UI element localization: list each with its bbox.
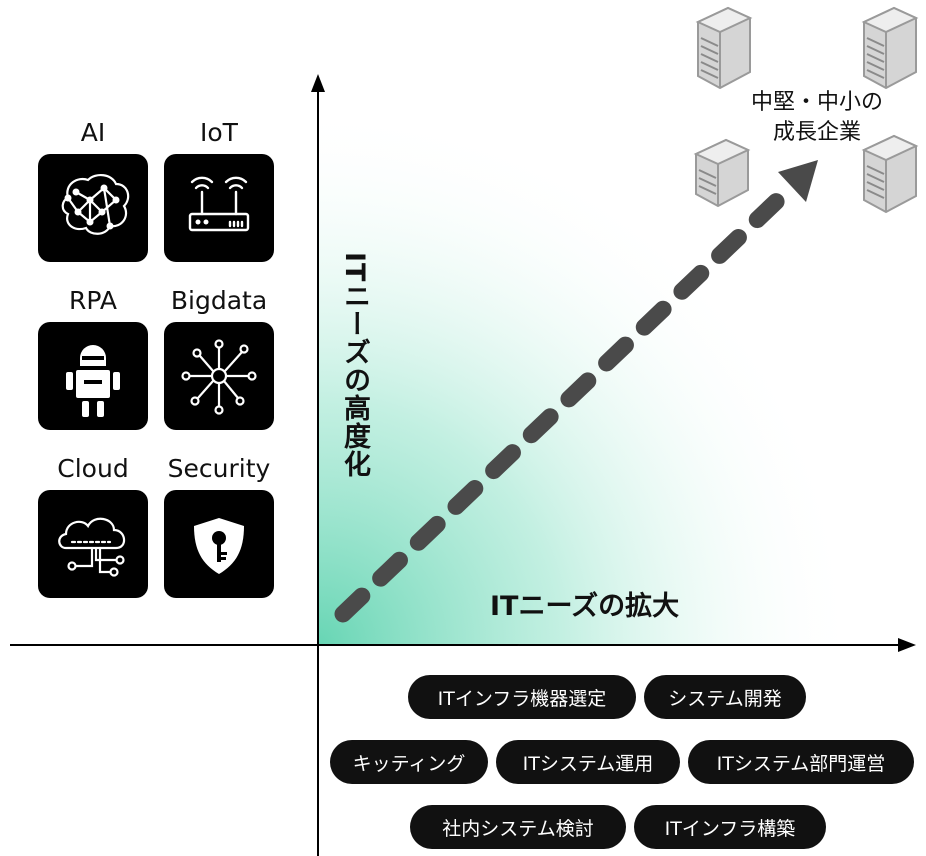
ai-tile	[38, 154, 148, 262]
robot-icon	[66, 345, 120, 417]
tech-label-rpa: RPA	[69, 286, 117, 315]
target-label-line-2: 成長企業	[772, 120, 861, 145]
target-company-label: 中堅・中小の 成長企業	[742, 88, 892, 148]
tech-label-security: Security	[167, 454, 271, 483]
tag-it-infra-selection: ITインフラ機器選定	[408, 675, 636, 719]
building-icon	[861, 6, 919, 90]
cloud-network-icon	[58, 517, 126, 577]
building-icon	[695, 6, 753, 90]
tag-kitting: キッティング	[330, 740, 488, 784]
x-axis-title: ITニーズの拡大	[490, 591, 680, 622]
tech-label-cloud: Cloud	[57, 454, 129, 483]
tech-label-ai: AI	[80, 118, 106, 147]
target-label-line-1: 中堅・中小の	[750, 90, 883, 115]
building-icon	[693, 138, 751, 208]
brain-network-icon	[61, 174, 130, 235]
bigdata-tile	[164, 322, 274, 430]
tag-system-development: システム開発	[644, 675, 806, 719]
growth-arrow-head	[778, 160, 818, 202]
tag-it-department-operation: ITシステム部門運営	[688, 740, 914, 784]
tag-it-infra-build: ITインフラ構築	[634, 805, 826, 849]
tech-label-bigdata: Bigdata	[170, 286, 268, 315]
cloud-tile	[38, 490, 148, 598]
y-axis-arrowhead	[311, 74, 325, 92]
tech-label-iot: IoT	[200, 118, 238, 147]
tag-it-system-operation: ITシステム運用	[496, 740, 680, 784]
shield-key-icon	[194, 518, 244, 574]
building-icon	[861, 134, 919, 214]
growth-arrow-line	[334, 187, 791, 623]
iot-tile	[164, 154, 274, 262]
x-axis-arrowhead	[898, 638, 916, 652]
wifi-router-icon	[188, 176, 250, 232]
tag-internal-system-review: 社内システム検討	[410, 805, 626, 849]
y-axis-title: ITニーズの高度化	[339, 252, 370, 479]
data-network-icon	[181, 339, 257, 415]
rpa-tile	[38, 322, 148, 430]
security-tile	[164, 490, 274, 598]
